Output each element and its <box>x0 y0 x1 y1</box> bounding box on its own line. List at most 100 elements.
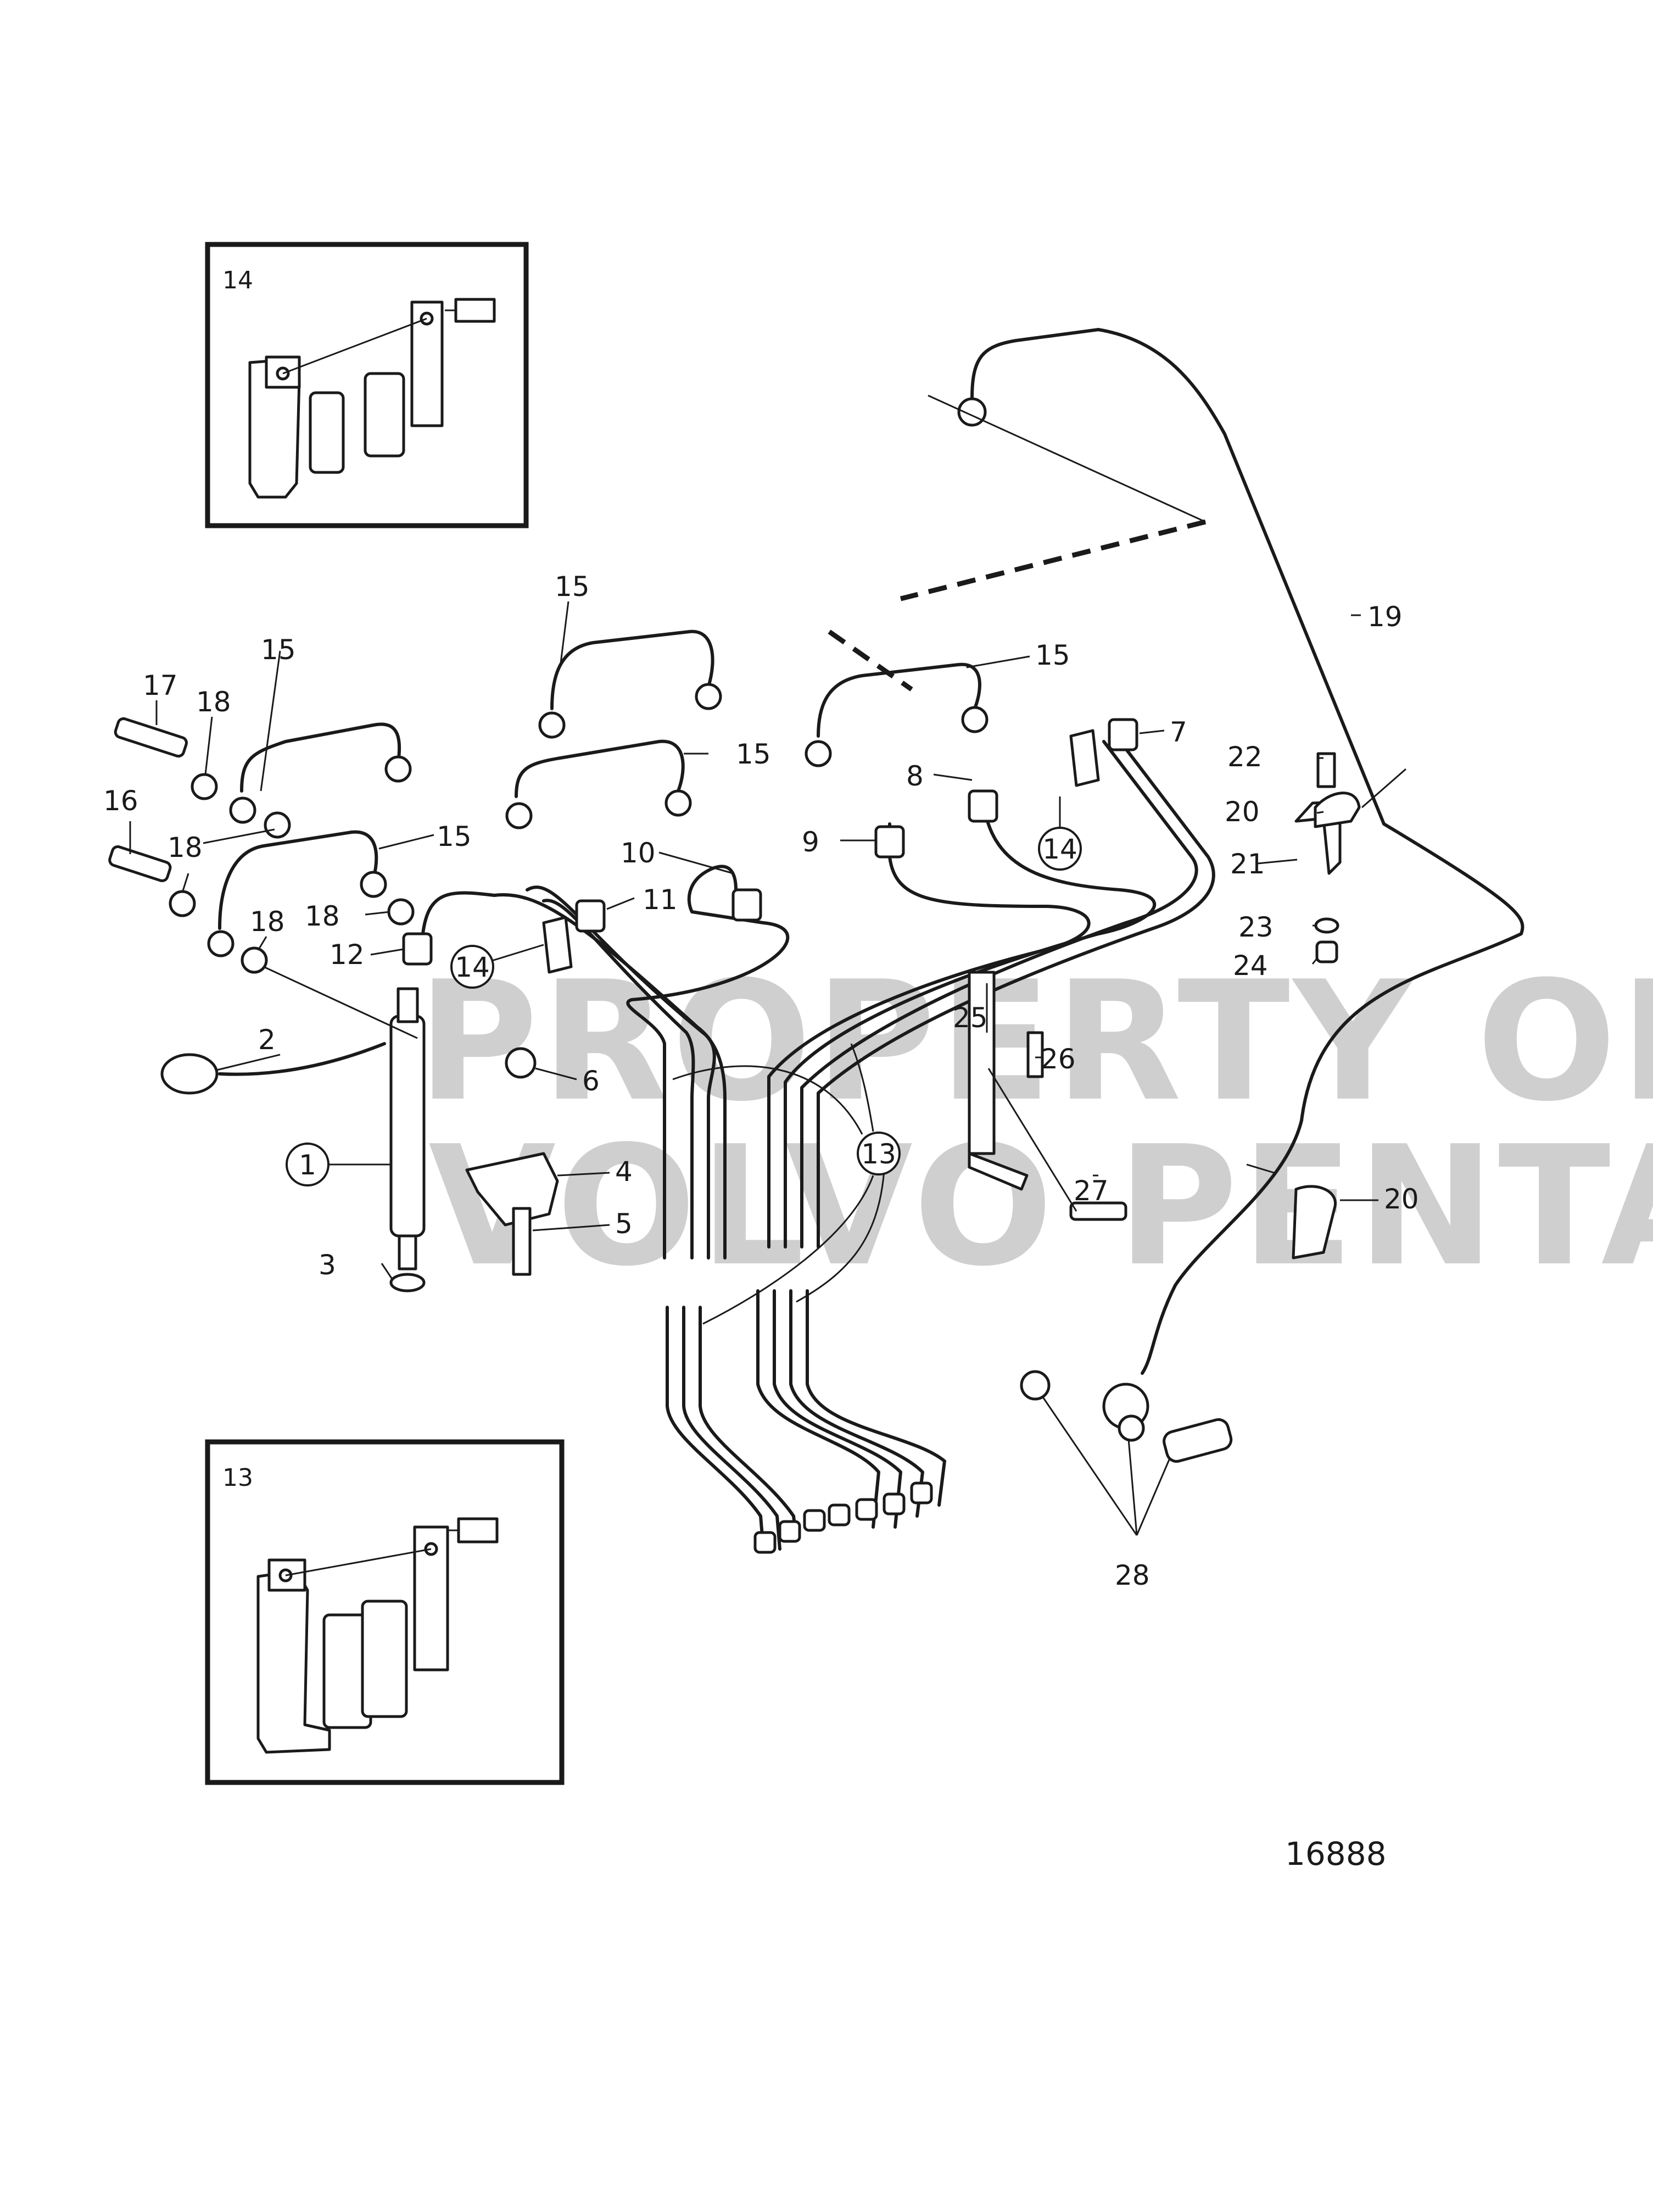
callout-17: 17 <box>143 670 178 701</box>
delivery-pipe-bundles <box>421 740 1215 1554</box>
banjo-bolt-icon <box>114 717 188 758</box>
callout-18: 18 <box>167 832 203 863</box>
sealing-washer-icon <box>389 1273 426 1292</box>
callout-27: 27 <box>1074 1175 1109 1207</box>
bracket-foot-icon <box>968 1152 1029 1191</box>
callout-15: 15 <box>261 634 296 666</box>
pipe-clip-icon <box>1292 1185 1337 1260</box>
callout-21: 21 <box>1230 848 1265 880</box>
callout-15: 15 <box>437 821 472 853</box>
callout-16: 16 <box>103 785 138 817</box>
inset-box-label: 13 <box>222 1464 253 1492</box>
pipe-clamp-icon <box>542 916 573 974</box>
inset-box-label: 14 <box>222 266 253 294</box>
callout-9: 9 <box>802 826 819 858</box>
callout-14: 14 <box>455 951 490 983</box>
sealing-washer-icon <box>1020 1370 1051 1401</box>
callout-circle <box>1038 827 1082 871</box>
union-nut-icon <box>731 888 762 922</box>
callout-circle <box>450 945 494 989</box>
union-nut-icon <box>968 789 998 823</box>
fuel-injector-icon <box>389 1015 426 1238</box>
callout-13: 13 <box>861 1138 896 1170</box>
watermark-line-2: VOLVO PENTA <box>428 1111 1653 1302</box>
callout-15: 15 <box>1035 639 1070 671</box>
callout-22: 22 <box>1227 741 1263 773</box>
grooved-clamp-block-icon <box>364 372 405 458</box>
clamp-bolt-icon <box>454 298 496 323</box>
callout-20: 20 <box>1225 796 1260 828</box>
washer-icon <box>387 898 415 926</box>
brackets-and-fasteners <box>968 752 1361 1463</box>
union-nut-icon <box>575 899 606 933</box>
injector-inlet-icon <box>397 987 419 1023</box>
figure-number: 16888 <box>1285 1835 1387 1873</box>
bolt-icon <box>1026 1031 1044 1078</box>
union-nuts <box>402 718 1138 974</box>
callout-18: 18 <box>250 906 285 938</box>
callout-28: 28 <box>1115 1559 1150 1591</box>
callout-15: 15 <box>555 571 590 603</box>
bolt-icon <box>1316 752 1336 788</box>
callout-23: 23 <box>1238 911 1274 943</box>
callout-10: 10 <box>621 837 656 869</box>
banjo-bolt-icon <box>108 845 172 883</box>
long-clamp-bracket-icon <box>256 1569 331 1754</box>
mounting-bracket-icon <box>968 971 996 1155</box>
callout-24: 24 <box>1233 950 1268 982</box>
injector-pipes <box>207 629 989 957</box>
banjo-bolts <box>108 717 415 974</box>
callout-15: 15 <box>736 738 771 770</box>
callout-2: 2 <box>258 1024 276 1056</box>
washer-icon <box>264 811 291 839</box>
heat-shield-icon <box>160 1053 219 1095</box>
callout-19: 19 <box>1367 601 1403 633</box>
nut-icon <box>1315 940 1338 963</box>
injector-nozzle-icon <box>398 1234 417 1271</box>
stud-icon <box>512 1207 532 1276</box>
callout-18: 18 <box>305 900 340 932</box>
callout-1: 1 <box>299 1149 316 1181</box>
leader-lines <box>129 601 1406 1536</box>
bolt-icon <box>1069 1201 1127 1221</box>
inset-box-clamp-assembly-large: 13 <box>205 1439 565 1785</box>
callout-3: 3 <box>319 1249 336 1281</box>
callout-circle <box>286 1143 330 1186</box>
leak-off-return-pipe <box>970 328 1524 1375</box>
injector-clamp-yoke-icon <box>465 1152 559 1227</box>
sealing-washer-icon <box>1118 1414 1145 1442</box>
washer-icon <box>169 890 196 917</box>
union-nut-icon <box>1108 718 1138 751</box>
grooved-clamp-block-icon <box>361 1600 408 1718</box>
union-nut-icon <box>874 825 905 859</box>
pipe-clamp-icon <box>1069 729 1100 787</box>
callout-6: 6 <box>582 1065 600 1097</box>
callout-18: 18 <box>196 686 231 718</box>
callout-26: 26 <box>1041 1043 1076 1075</box>
watermark: PROPERTY OF VOLVO PENTA <box>417 946 1653 1302</box>
callout-5: 5 <box>615 1208 633 1240</box>
inset-box-clamp-assembly: 14 <box>205 242 529 528</box>
pipe-clip-icon <box>1314 792 1361 828</box>
callout-7: 7 <box>1170 716 1187 748</box>
callout-circle <box>857 1132 901 1175</box>
callouts: 1 2 3 4 5 6 7 8 9 10 11 12 13 14 14 15 1… <box>103 571 1419 1591</box>
union-nut-icon <box>402 932 433 966</box>
clamp-block-icon <box>309 391 345 474</box>
callout-20: 20 <box>1384 1183 1419 1215</box>
washer-icon <box>241 946 268 974</box>
callout-12: 12 <box>330 939 365 971</box>
washer-icon <box>191 773 218 800</box>
pump-end-nuts <box>753 1481 933 1554</box>
clamp-bolt-icon <box>457 1517 499 1544</box>
nut-icon <box>505 1047 537 1079</box>
pipe-ends <box>207 683 989 957</box>
callout-14: 14 <box>1042 833 1077 865</box>
banjo-bolt-icon <box>1163 1418 1233 1463</box>
injector-assembly <box>160 987 559 1292</box>
callout-8: 8 <box>906 760 924 792</box>
washer-icon <box>1314 917 1339 934</box>
callout-25: 25 <box>953 1002 988 1034</box>
callout-11: 11 <box>643 884 678 916</box>
